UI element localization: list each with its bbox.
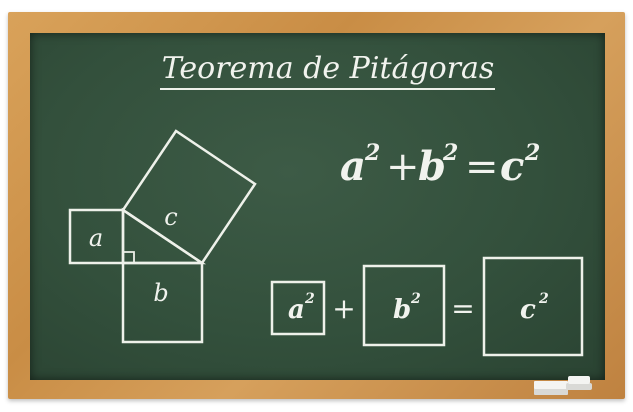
area-box-a (270, 280, 326, 336)
area-box-c-exponent: 2 (538, 291, 549, 307)
formula-b-exponent: 2 (442, 140, 458, 166)
area-box-a-letter: a (288, 295, 305, 325)
formula: a 2 + b 2 = c 2 (340, 140, 540, 190)
formula-c-exponent: 2 (524, 140, 540, 166)
page-title: Teorema de Pitágoras (162, 51, 495, 86)
formula-a-exponent: 2 (364, 140, 380, 166)
square-b (121, 261, 204, 344)
pythagoras-figure: a b c (68, 129, 257, 344)
formula-equals: = (465, 144, 499, 190)
square-c (121, 129, 257, 265)
area-box-a-exponent: 2 (304, 291, 315, 307)
area-plus: + (332, 292, 355, 325)
formula-c: c (500, 143, 524, 190)
formula-plus: + (386, 144, 420, 190)
area-equation: a 2 + b 2 = c 2 (270, 256, 584, 357)
area-box-c (482, 256, 584, 357)
formula-b: b (418, 143, 446, 190)
label-c: c (164, 203, 177, 231)
square-a (68, 208, 125, 265)
area-box-b (362, 264, 446, 347)
label-b: b (153, 279, 168, 307)
area-box-b-letter: b (393, 295, 411, 325)
area-box-b-exponent: 2 (410, 291, 421, 307)
formula-a: a (340, 143, 366, 190)
area-box-c-letter: c (520, 295, 536, 325)
right-angle-marker (123, 251, 135, 263)
chalk-eraser (534, 376, 592, 395)
label-a: a (89, 224, 103, 252)
area-equals: = (451, 292, 474, 325)
